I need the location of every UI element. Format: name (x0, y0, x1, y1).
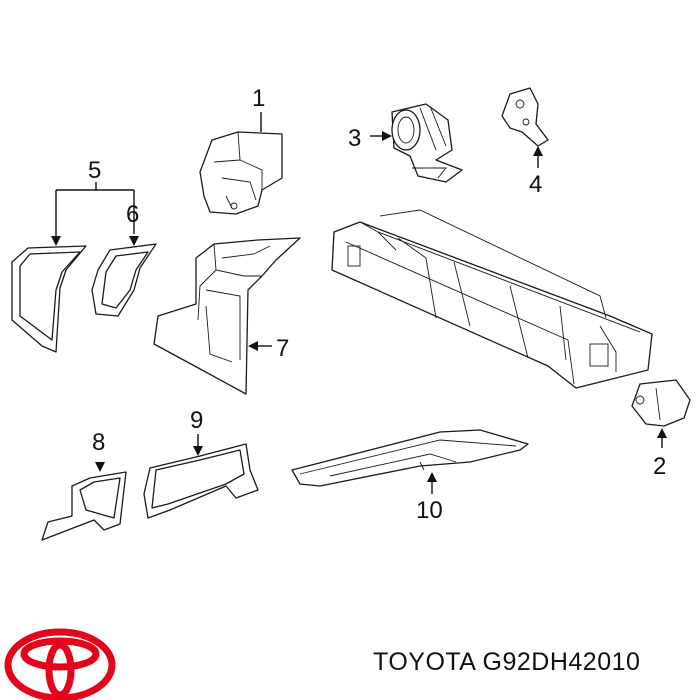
part-2-bracket (631, 379, 691, 427)
callout-10: 10 (416, 497, 443, 524)
part-3-blower (391, 103, 463, 183)
part-7-duct (153, 237, 301, 395)
part-4-bracket (501, 87, 549, 147)
callout-1: 1 (252, 85, 265, 112)
callout-6: 6 (126, 201, 139, 228)
part-6-grille-cover (91, 243, 157, 317)
callout-3: 3 (348, 125, 361, 152)
part-number-label: TOYOTA G92DH42010 (373, 648, 641, 676)
part-10-tray (291, 429, 529, 487)
part-1-duct (199, 131, 283, 215)
part-5-grille-panel (11, 245, 87, 353)
callout-7: 7 (276, 335, 289, 362)
battery-assembly (331, 209, 653, 389)
part-9-grille-panel (143, 443, 259, 519)
callout-9: 9 (190, 407, 203, 434)
toyota-logo (4, 628, 116, 700)
callout-2: 2 (653, 453, 666, 480)
callout-5: 5 (88, 157, 101, 184)
callout-4: 4 (529, 171, 542, 198)
callout-8: 8 (92, 429, 105, 456)
part-8-grille-duct (41, 471, 127, 541)
